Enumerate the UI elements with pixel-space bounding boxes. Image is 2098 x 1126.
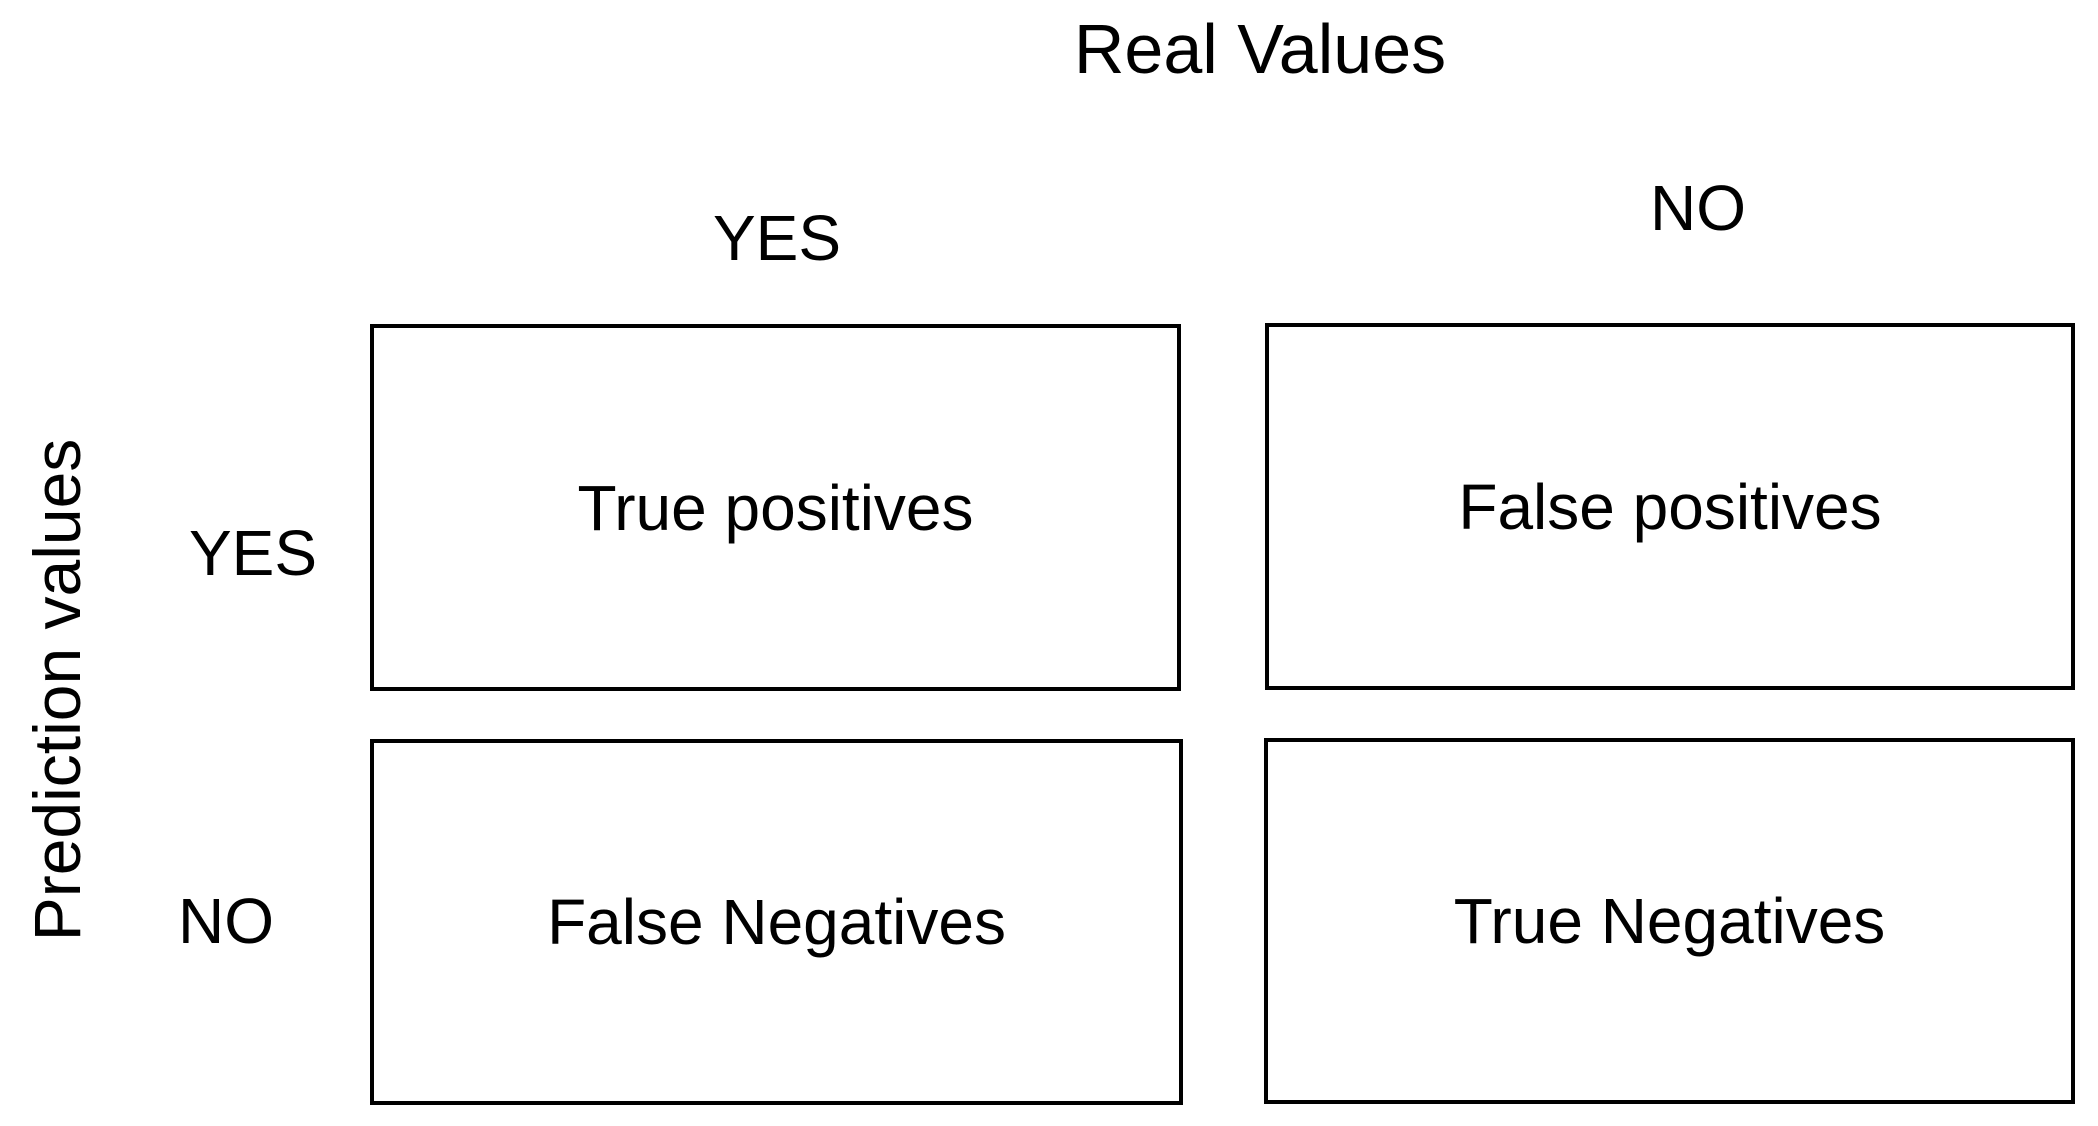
prediction-values-label: Prediction values	[20, 438, 94, 942]
cell-false-positives: False positives	[1265, 323, 2075, 690]
cell-true-positives-label: True positives	[577, 471, 974, 544]
row-label-no: NO	[178, 885, 274, 957]
column-header-yes: YES	[712, 202, 842, 274]
cell-false-negatives-label: False Negatives	[547, 886, 1006, 958]
cell-true-positives: True positives	[370, 324, 1181, 691]
column-header-no: NO	[1650, 172, 1746, 244]
real-values-title: Real Values	[1073, 10, 1447, 88]
cell-true-negatives: True Negatives	[1264, 738, 2075, 1104]
row-label-yes: YES	[188, 517, 318, 589]
cell-true-negatives-label: True Negatives	[1453, 885, 1886, 957]
cell-false-negatives: False Negatives	[370, 739, 1183, 1105]
cell-false-positives-label: False positives	[1458, 470, 1882, 543]
